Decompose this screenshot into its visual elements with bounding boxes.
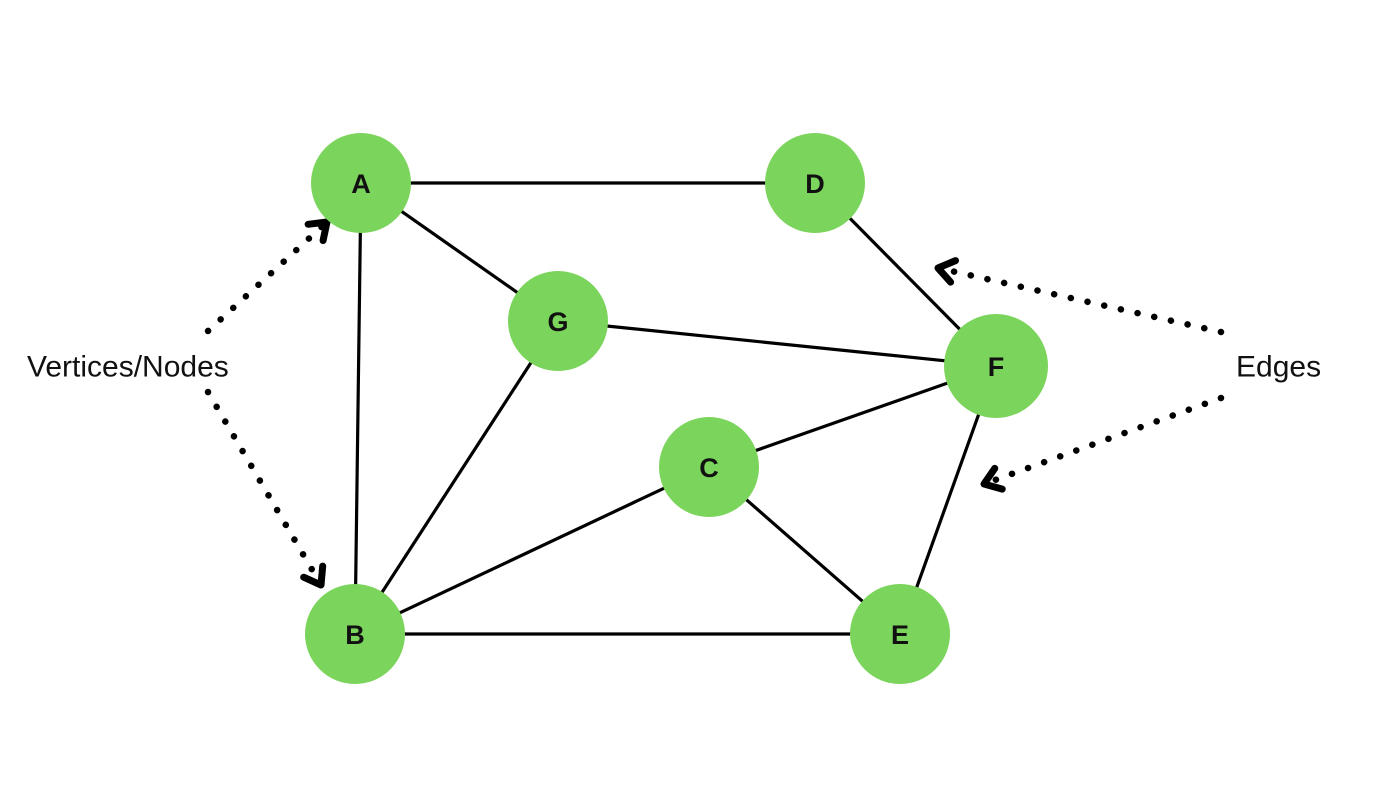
graph-edge-e-f xyxy=(913,407,983,595)
graph-node-f[interactable]: F xyxy=(944,314,1048,418)
node-label-b: B xyxy=(345,620,365,650)
annotation-arrowhead-edges-1 xyxy=(934,257,960,286)
node-circle-f xyxy=(944,314,1048,418)
annotation-arrow-vertices-nodes-1 xyxy=(204,218,331,335)
graph-edge-a-g xyxy=(395,206,524,298)
annotation-edges: Edges xyxy=(934,257,1321,493)
graph-node-g[interactable]: G xyxy=(508,271,608,371)
graph-edge-a-b xyxy=(353,225,363,592)
node-circle-c xyxy=(659,417,759,517)
graph-node-a[interactable]: A xyxy=(311,133,411,233)
graph-node-c[interactable]: C xyxy=(659,417,759,517)
graph-node-e[interactable]: E xyxy=(850,584,950,684)
node-label-g: G xyxy=(547,307,568,337)
graph-node-d[interactable]: D xyxy=(765,133,865,233)
graph-node-b[interactable]: B xyxy=(305,584,405,684)
node-circle-a xyxy=(311,133,411,233)
annotations-layer: Vertices/Nodes Edges xyxy=(27,218,1321,589)
annotation-vertices-nodes: Vertices/Nodes xyxy=(27,218,331,589)
nodes-layer: A B C D E F G xyxy=(305,133,1048,684)
annotation-arrowhead-vertices-nodes-2 xyxy=(300,562,327,589)
node-circle-d xyxy=(765,133,865,233)
annotation-label-edges: Edges xyxy=(1236,351,1321,384)
graph-edge-d-f xyxy=(844,212,966,335)
edges-layer xyxy=(353,181,983,636)
node-circle-b xyxy=(305,584,405,684)
annotation-arrow-edges-1 xyxy=(934,264,1225,336)
graph-edge-c-f xyxy=(748,379,955,454)
node-circle-g xyxy=(508,271,608,371)
node-label-c: C xyxy=(699,453,719,483)
graph-edge-g-f xyxy=(600,323,952,363)
node-label-a: A xyxy=(351,169,371,199)
node-circle-e xyxy=(850,584,950,684)
node-label-d: D xyxy=(805,169,825,199)
graph-edge-b-c xyxy=(393,484,671,617)
annotation-arrowhead-edges-2 xyxy=(980,464,1006,493)
node-label-f: F xyxy=(988,352,1005,382)
node-label-e: E xyxy=(891,620,909,650)
annotation-label-vertices-nodes: Vertices/Nodes xyxy=(27,351,229,384)
annotation-arrowhead-vertices-nodes-1 xyxy=(304,218,331,245)
annotation-arrow-vertices-nodes-2 xyxy=(204,388,325,589)
graph-edge-g-b xyxy=(377,356,536,599)
graph-edge-c-e xyxy=(740,494,869,607)
